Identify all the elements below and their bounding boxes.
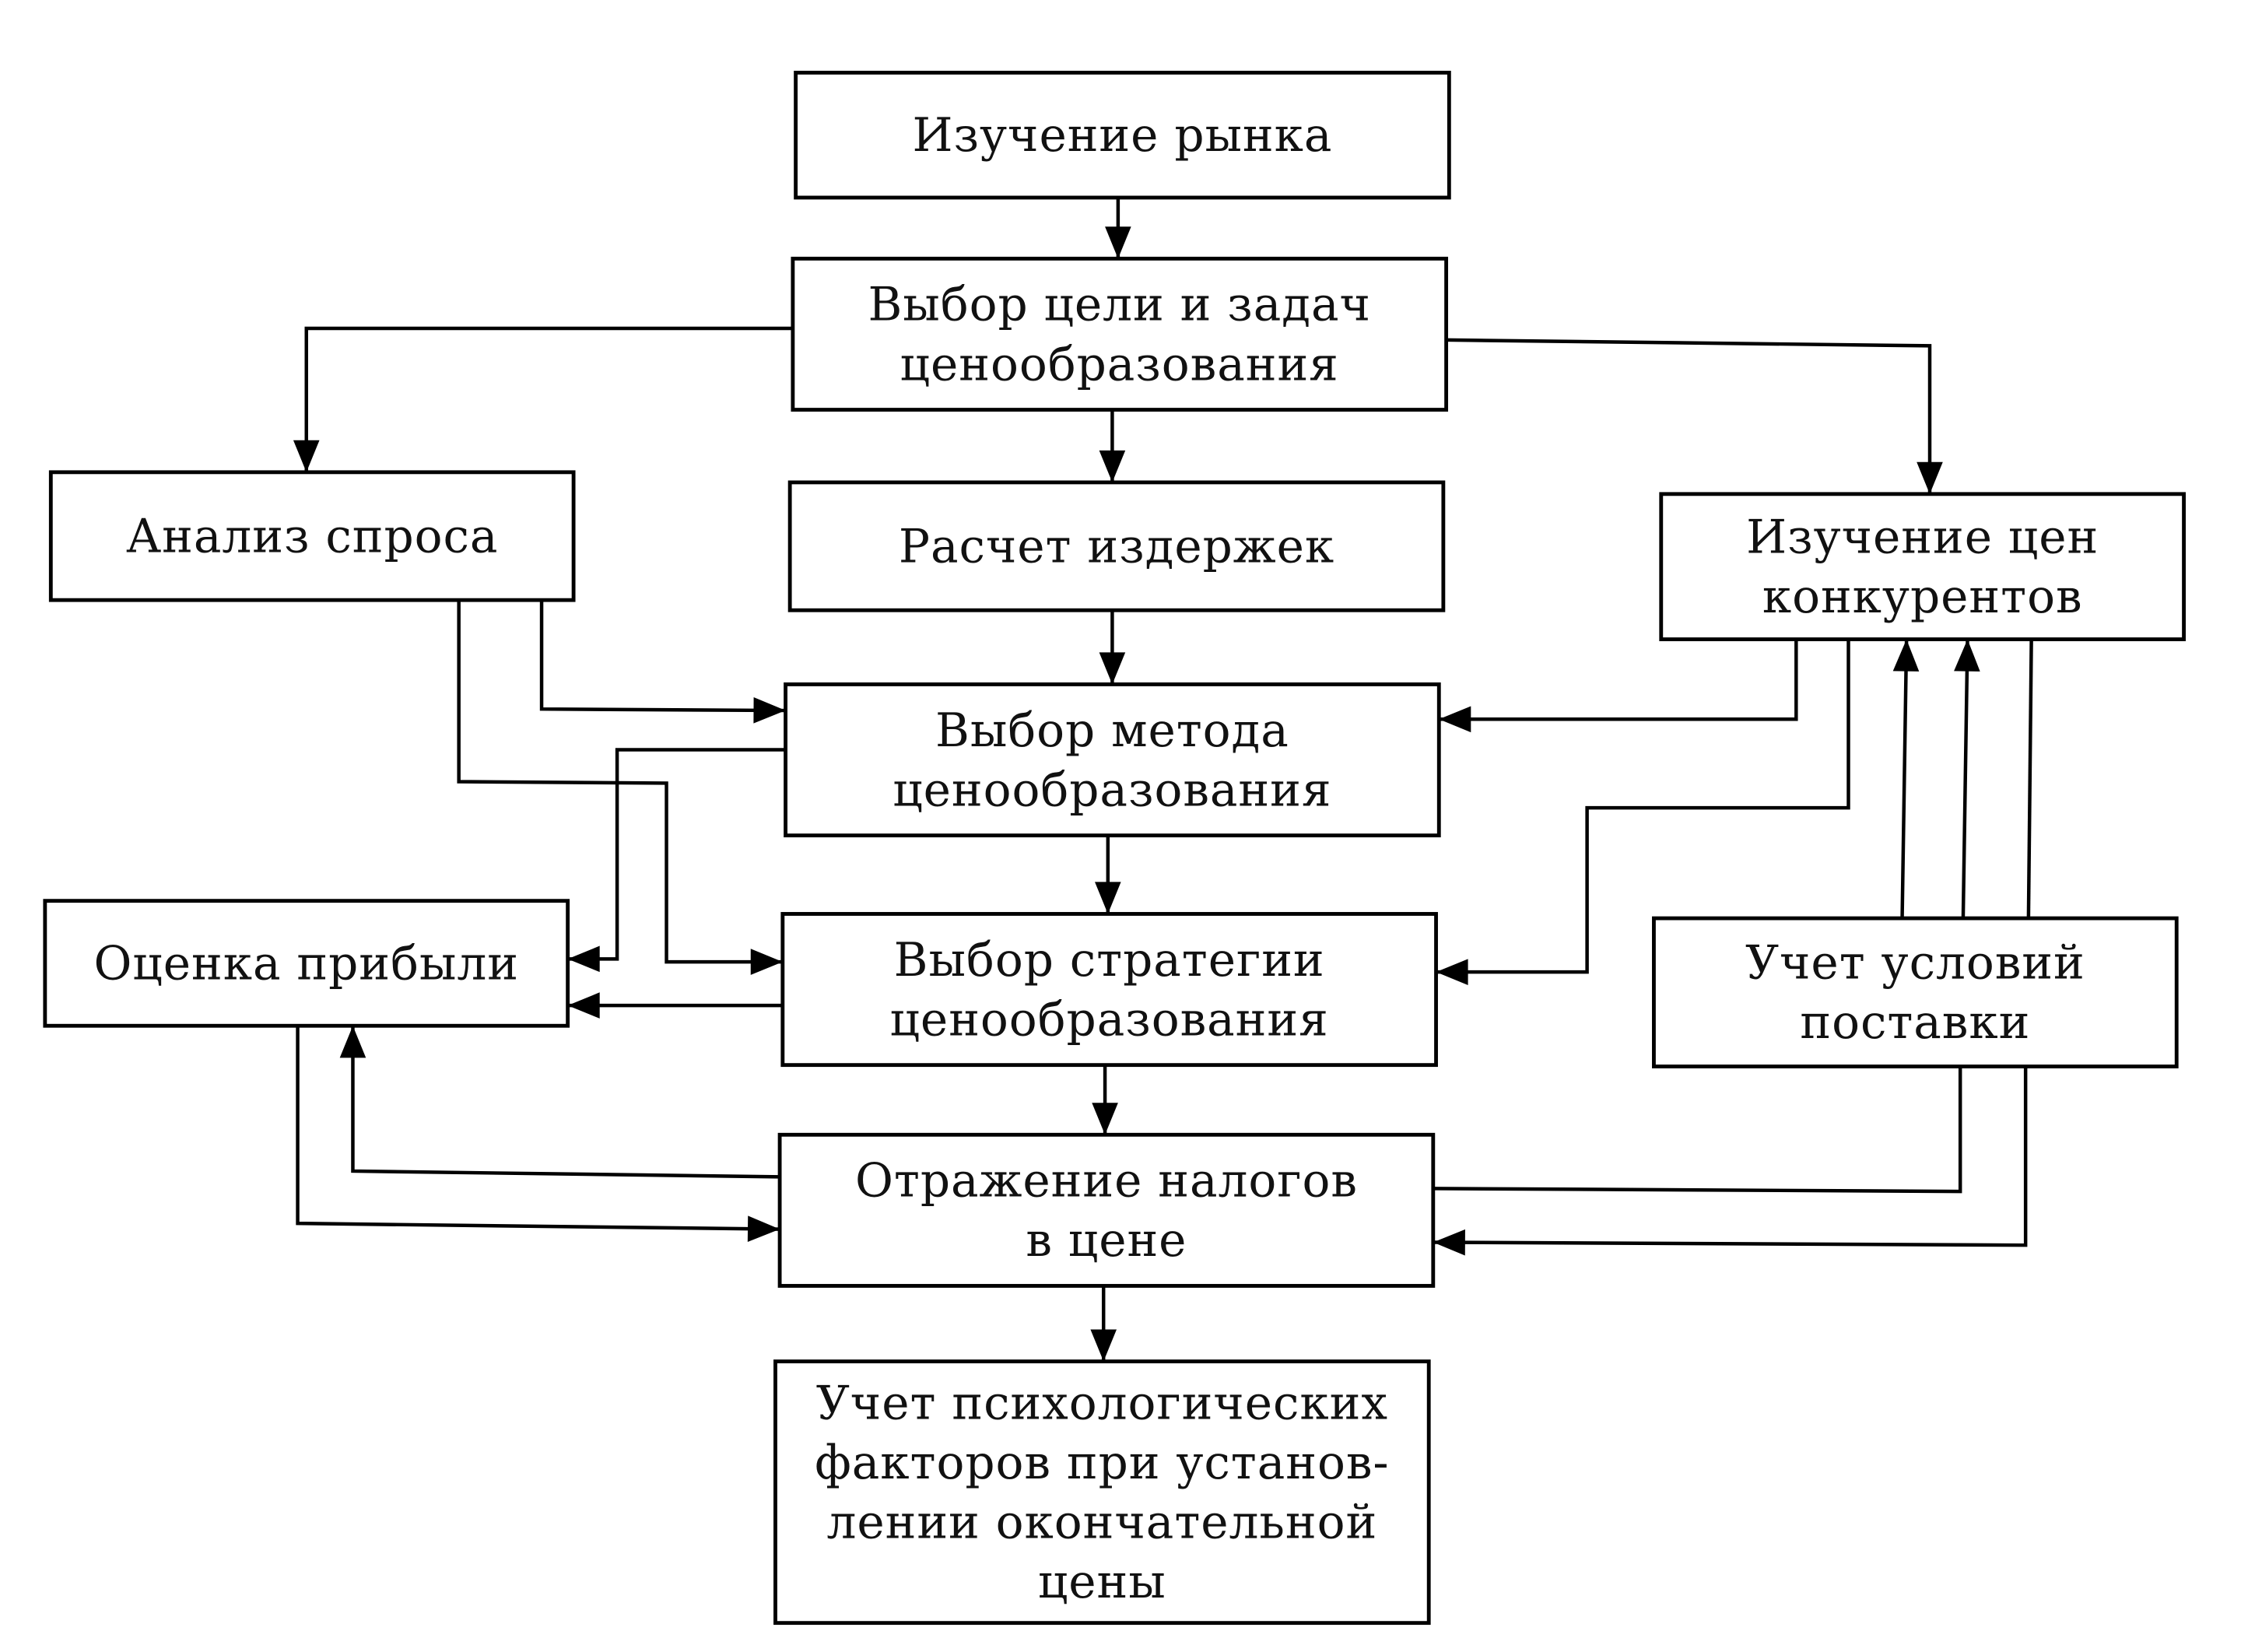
- node-competitors: Изучение цен конкурентов: [1659, 492, 2186, 641]
- arrowhead-icon: [567, 945, 600, 973]
- node-label: Отражение налогов: [855, 1155, 1358, 1208]
- node-box: [48, 470, 576, 602]
- connectors: [293, 197, 2033, 1362]
- arrowhead-icon: [1092, 1103, 1118, 1135]
- node-label: Анализ спроса: [126, 510, 498, 564]
- node-label: цены: [1038, 1556, 1166, 1609]
- node-label: факторов при установ-: [815, 1436, 1389, 1490]
- node-label: Учет психологических: [816, 1377, 1388, 1430]
- arrowhead-icon: [293, 440, 320, 472]
- edge-profit-taxes: [296, 1026, 780, 1231]
- node-box: [794, 70, 1451, 200]
- arrowhead-icon: [1095, 882, 1121, 914]
- arrowhead-icon: [1917, 461, 1943, 494]
- arrowhead-icon: [750, 949, 783, 975]
- node-box: [773, 1359, 1431, 1626]
- edge-competitors-supply: [2026, 639, 2033, 919]
- arrowhead-icon: [1954, 639, 1980, 672]
- node-label: Изучение рынка: [912, 109, 1332, 163]
- arrowhead-icon: [1433, 1229, 1465, 1256]
- arrowhead-icon: [753, 697, 786, 724]
- node-box: [791, 256, 1449, 412]
- arrowhead-icon: [1099, 450, 1126, 482]
- edge-supply-competitors-2: [1961, 639, 1969, 919]
- node-label: Учет условий: [1745, 937, 2085, 991]
- arrowhead-icon: [1099, 652, 1126, 685]
- edge-taxes-profit: [351, 1026, 780, 1179]
- node-label: поставки: [1800, 996, 2030, 1050]
- arrowhead-icon: [1090, 1329, 1117, 1362]
- edge-competitors-strategy: [1436, 639, 1850, 974]
- arrowhead-icon: [567, 992, 600, 1019]
- node-label: Изучение цен: [1746, 510, 2099, 564]
- node-label: в цене: [1026, 1214, 1187, 1268]
- edge-demand-strategy: [457, 600, 783, 964]
- node-box: [43, 899, 570, 1028]
- node-label: Оценка прибыли: [94, 937, 519, 991]
- node-goals: Выбор цели и задач ценообразования: [791, 256, 1449, 412]
- arrowhead-icon: [1436, 959, 1468, 985]
- arrowhead-icon: [1439, 706, 1471, 733]
- node-label: Выбор метода: [935, 704, 1289, 758]
- node-psych: Учет психологических факторов при установ…: [773, 1359, 1431, 1626]
- node-label: конкурентов: [1762, 570, 2083, 624]
- edge-supply-competitors-1: [1900, 639, 1909, 919]
- node-label: Выбор цели и задач: [868, 279, 1371, 332]
- node-label: ценообразования: [893, 763, 1331, 817]
- edge-demand-method: [539, 600, 786, 713]
- arrowhead-icon: [747, 1215, 780, 1242]
- node-box: [1652, 916, 2179, 1068]
- node-demand: Анализ спроса: [48, 470, 576, 602]
- node-box: [777, 1132, 1436, 1288]
- edge-supply-taxes-1: [1433, 1066, 1962, 1194]
- node-box: [787, 480, 1446, 612]
- arrowhead-icon: [1892, 639, 1920, 672]
- node-taxes: Отражение налогов в цене: [777, 1132, 1436, 1288]
- edge-goals-competitors: [1446, 338, 1932, 494]
- node-strategy: Выбор стратегии ценообразования: [780, 912, 1438, 1068]
- node-costs: Расчет издержек: [787, 480, 1446, 612]
- arrowhead-icon: [1105, 226, 1131, 259]
- node-box: [780, 912, 1438, 1068]
- node-label: лении окончательной: [826, 1496, 1377, 1549]
- node-market: Изучение рынка: [794, 70, 1451, 200]
- edge-goals-demand: [304, 326, 793, 472]
- arrowhead-icon: [339, 1026, 366, 1058]
- edge-supply-taxes-2: [1433, 1066, 2028, 1247]
- node-label: ценообразования: [900, 338, 1339, 391]
- node-label: Расчет издержек: [899, 521, 1334, 574]
- node-label: ценообразования: [890, 993, 1329, 1047]
- node-box: [1659, 492, 2186, 641]
- edge-competitors-method: [1439, 639, 1798, 721]
- node-box: [784, 682, 1441, 838]
- node-label: Выбор стратегии: [894, 934, 1325, 987]
- node-profit: Оценка прибыли: [43, 899, 570, 1028]
